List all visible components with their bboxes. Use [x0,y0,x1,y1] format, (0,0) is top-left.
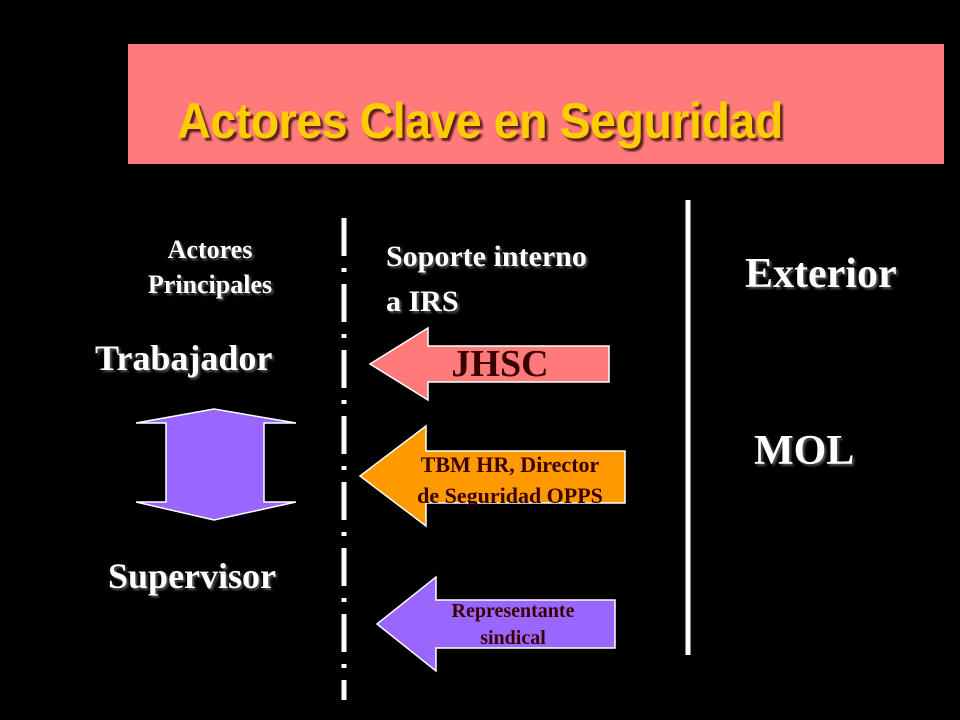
tbm-label: TBM HR, Director de Seguridad OPPS [417,452,603,508]
page-title: Actores Clave en Seguridad [177,93,783,149]
column-heading-internal-support: Soporte interno a IRS [386,240,587,318]
tbm-arrow [358,424,626,528]
union-rep-label: Representante sindical [451,600,575,649]
jhsc-label: JHSC [451,343,549,385]
union-rep-arrow [375,575,616,673]
column-heading-principal-actors: Actores Principales [147,235,273,299]
column-heading-exterior: Exterior [745,251,897,297]
worker-supervisor-double-arrow [135,408,297,521]
actor-worker: Trabajador [95,338,273,378]
title-banner [128,44,944,164]
jhsc-arrow [368,326,610,402]
actor-supervisor: Supervisor [108,556,277,596]
external-mol: MOL [754,428,855,474]
